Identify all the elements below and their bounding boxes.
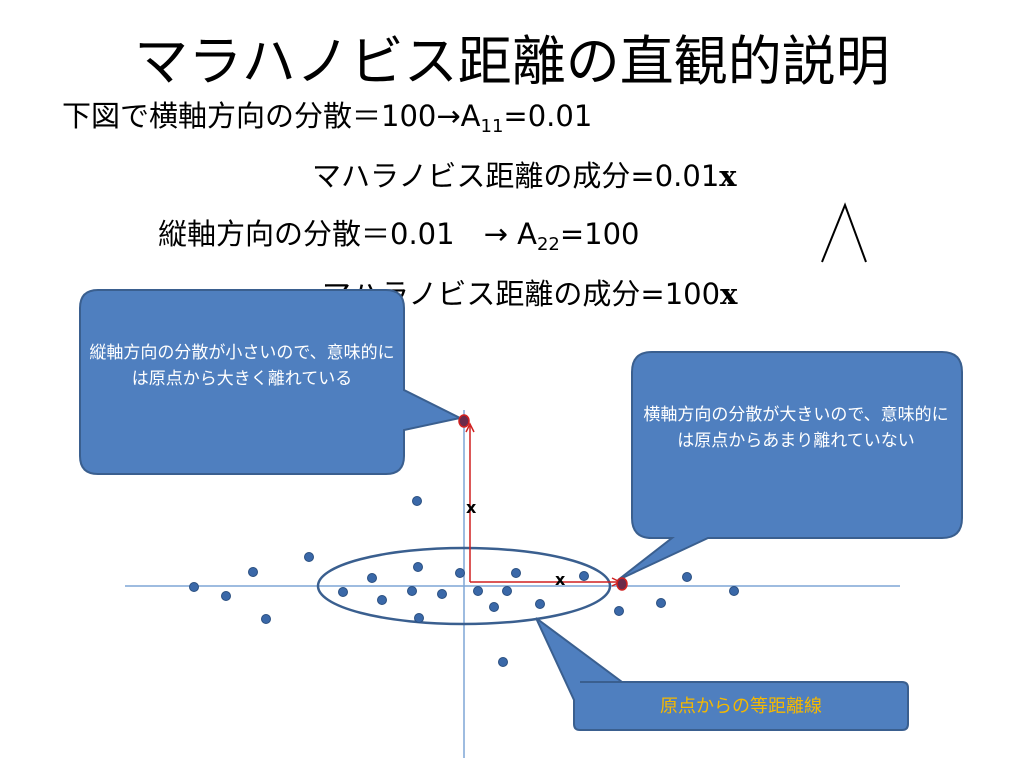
line-horizontal-variance: 下図で横軸方向の分散＝100→A11=0.01 <box>62 99 593 137</box>
data-point <box>489 602 499 612</box>
line-vertical-variance: 縦軸方向の分散＝0.01 → A22=100 <box>158 217 640 255</box>
data-point <box>656 598 666 608</box>
callout-bottom-bubble <box>535 617 909 731</box>
data-point <box>338 587 348 597</box>
data-point <box>437 589 447 599</box>
data-point <box>414 613 424 623</box>
data-point <box>502 586 512 596</box>
vertical-distance-label: x <box>466 498 477 517</box>
data-point <box>455 568 465 578</box>
data-point <box>189 582 199 592</box>
scatter-points <box>189 496 739 667</box>
data-point <box>511 568 521 578</box>
callout-left-bubble <box>79 289 463 475</box>
line-mahalanobis-component-1: マハラノビス距離の成分=0.01x <box>312 159 737 193</box>
data-point <box>729 586 739 596</box>
vertical-arrow-head <box>465 422 475 433</box>
data-point <box>682 572 692 582</box>
data-point <box>407 586 417 596</box>
horizontal-distance-label: x <box>555 570 566 589</box>
subscript-22: 22 <box>536 234 560 255</box>
data-point <box>367 573 377 583</box>
callout-left-text: 縦軸方向の分散が小さいので、意味的には原点から大きく離れている <box>89 343 395 389</box>
highlighted-point-horizontal <box>616 577 628 591</box>
equidistance-ellipse <box>316 546 612 626</box>
data-point <box>261 614 271 624</box>
callout-right-text: 横軸方向の分散が大きいので、意味的には原点からあまり離れていない <box>643 405 949 451</box>
data-point <box>221 591 231 601</box>
data-point <box>579 571 589 581</box>
data-point <box>248 567 258 577</box>
wedge-symbol <box>821 202 867 263</box>
data-point <box>535 599 545 609</box>
data-point <box>614 606 624 616</box>
callout-right-bubble <box>617 351 963 581</box>
data-point <box>498 657 508 667</box>
slide-title: マラハノビス距離の直観的説明 <box>134 30 890 93</box>
callout-bottom-text: 原点からの等距離線 <box>660 696 822 717</box>
data-point <box>412 496 422 506</box>
data-point <box>473 586 483 596</box>
highlighted-point-vertical <box>458 414 470 428</box>
subscript-11: 11 <box>480 116 504 137</box>
data-point <box>413 562 423 572</box>
data-point <box>377 595 387 605</box>
data-point <box>304 552 314 562</box>
